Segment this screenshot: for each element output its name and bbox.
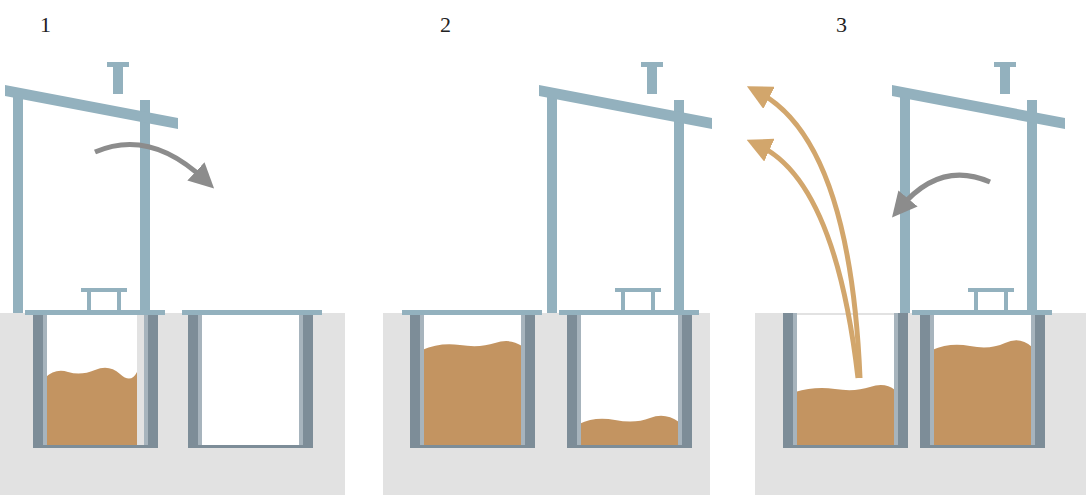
panel-number: 3 — [836, 14, 847, 36]
panel-number: 1 — [40, 14, 51, 36]
panel-number: 2 — [440, 14, 451, 36]
